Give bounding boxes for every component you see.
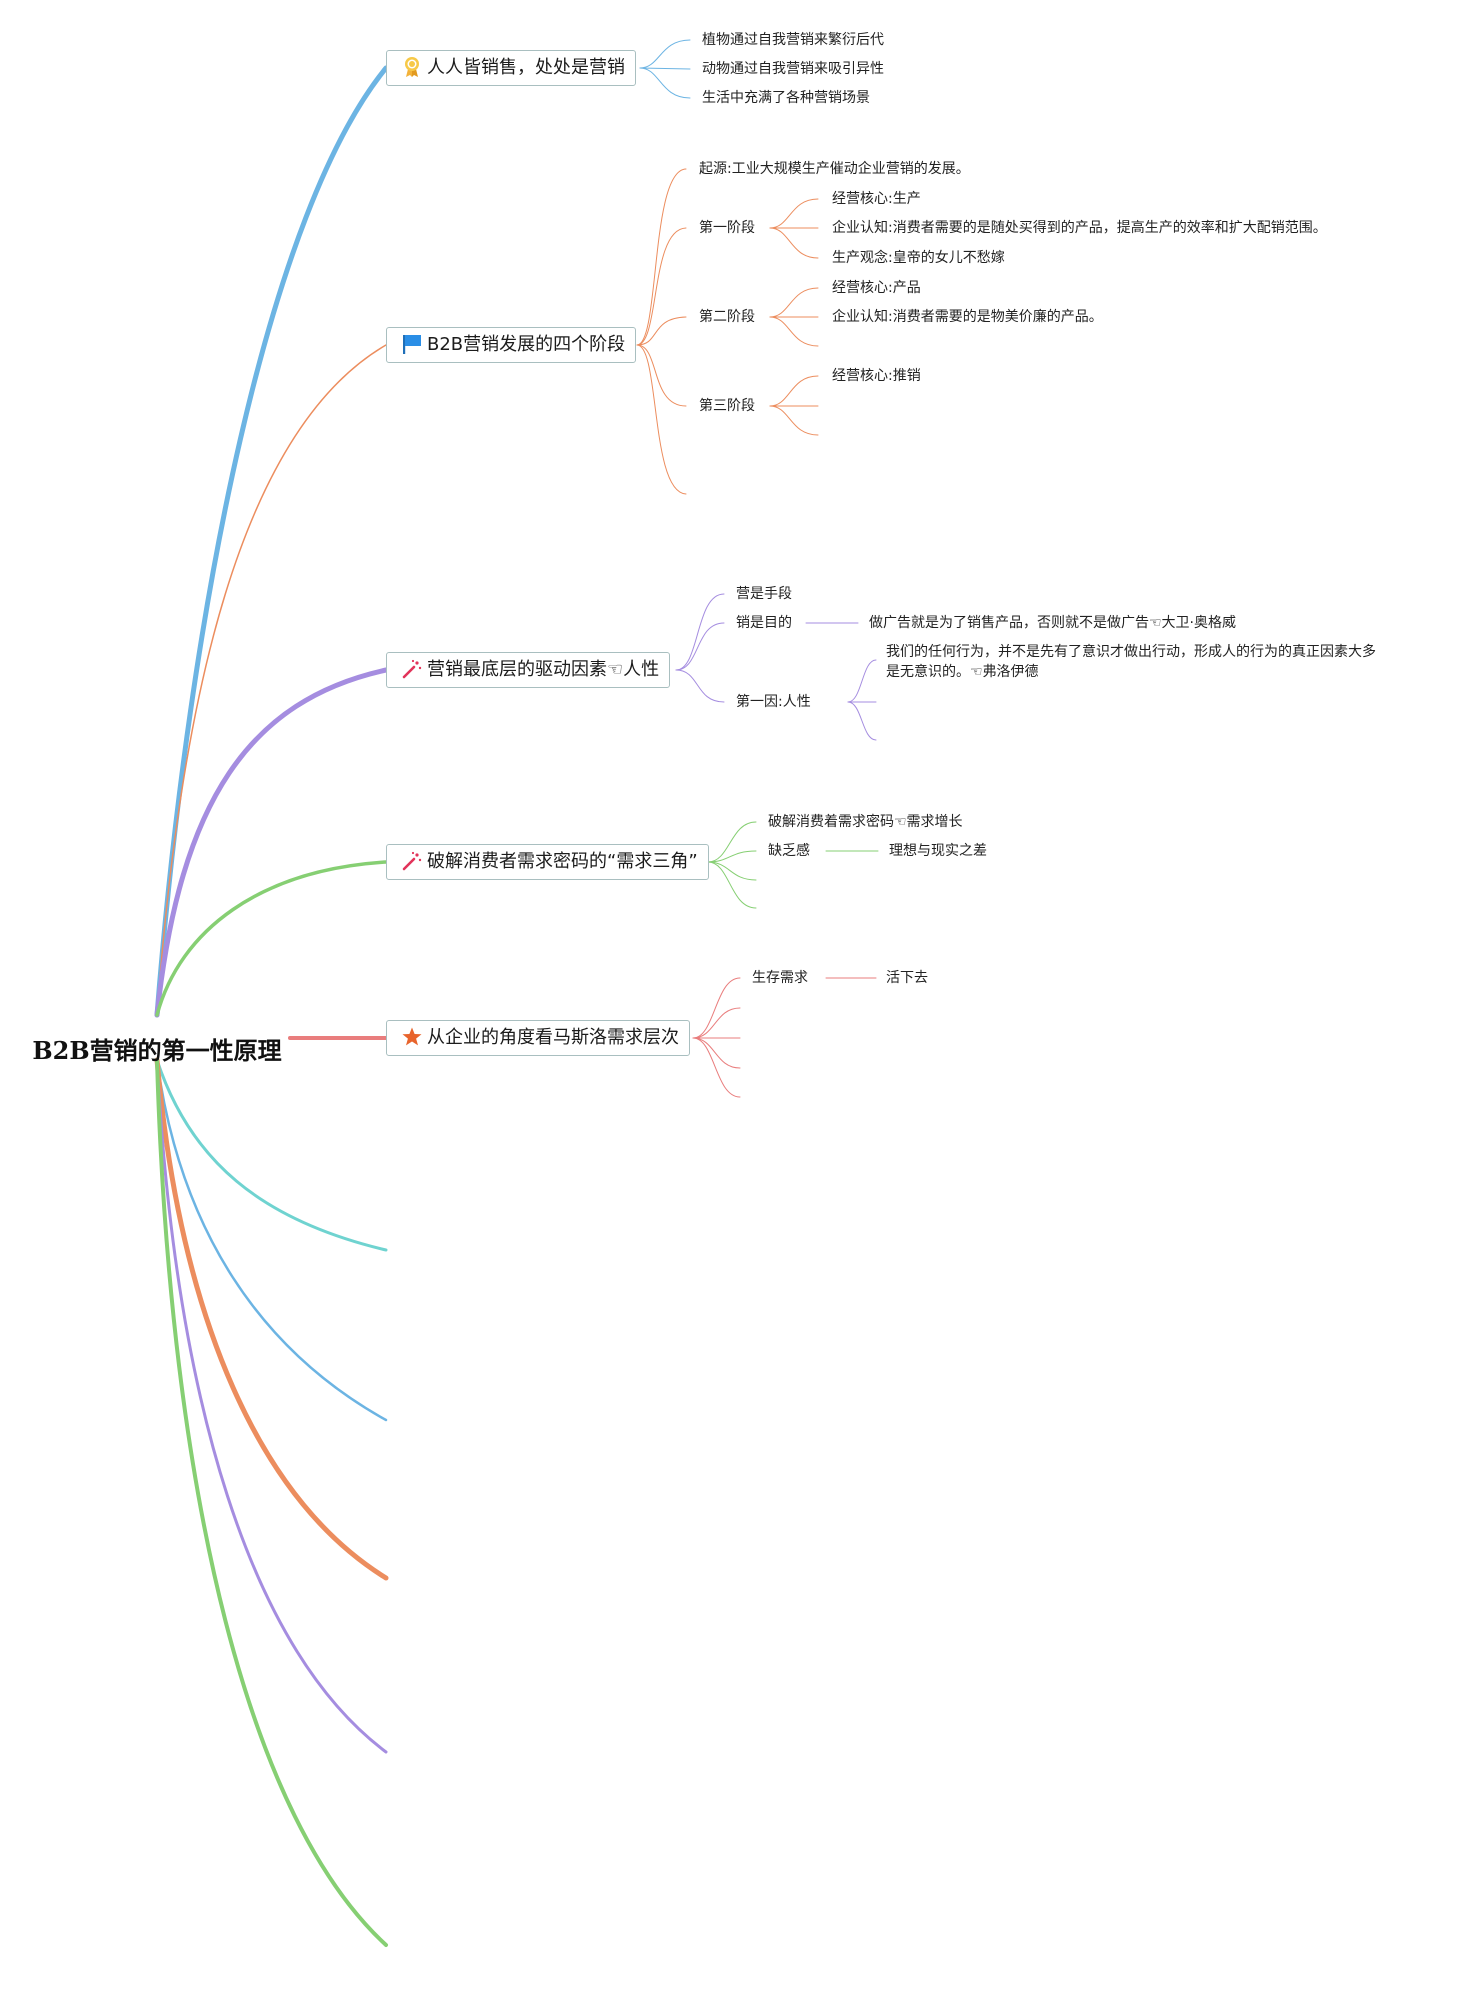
branch-line-6 [155,1058,388,1252]
leaf-stage-1-concept[interactable]: 生产观念:皇帝的女儿不愁嫁 [832,250,1005,266]
leaf-lack[interactable]: 缺乏感 [768,843,810,859]
star-icon [401,1026,423,1048]
leaf-stage-1[interactable]: 第一阶段 [699,220,755,236]
leaf-ideal-vs-reality[interactable]: 理想与现实之差 [889,843,987,859]
branch-line-8 [154,1057,389,1581]
leaf-stage-2-core[interactable]: 经营核心:产品 [832,280,921,296]
branch-line-10 [155,1058,388,1947]
topic-label: B2B营销发展的四个阶段 [427,334,626,355]
leaf-stage-2[interactable]: 第二阶段 [699,309,755,325]
branch-line-2 [156,344,387,1016]
topic-label: 从企业的角度看马斯洛需求层次 [427,1027,679,1048]
topic-label: 人人皆销售，处处是营销 [427,57,625,78]
leaf-stage-3-core[interactable]: 经营核心:推销 [832,368,921,384]
branch-line-4 [155,860,388,1017]
leaf-stage-1-core[interactable]: 经营核心:生产 [832,191,921,207]
leaf-stage-1-cognition[interactable]: 企业认知:消费者需要的是随处买得到的产品，提高生产的效率和扩大配销范围。 [832,220,1327,236]
leaf-decode-demand[interactable]: 破解消费着需求密码☜需求增长 [768,814,963,830]
branch-line-3 [154,667,389,1018]
topic-four-stages[interactable]: B2B营销发展的四个阶段 [386,327,637,363]
leaf-means[interactable]: 营是手段 [736,586,792,602]
branch-line-9 [155,1058,388,1754]
topic-label: 破解消费者需求密码的“需求三角” [427,851,698,872]
leaf-goal[interactable]: 销是目的 [736,615,792,631]
leaf-animals[interactable]: 动物通过自我营销来吸引异性 [702,61,884,77]
leaf-ogilvy-quote[interactable]: 做广告就是为了销售产品，否则就不是做广告☜大卫·奥格威 [869,615,1236,631]
magic-wand-icon [401,658,423,680]
topic-demand-triangle[interactable]: 破解消费者需求密码的“需求三角” [386,844,709,880]
leaf-stage-3[interactable]: 第三阶段 [699,398,755,414]
branch-line-7 [155,1058,388,1422]
leaf-origin[interactable]: 起源:工业大规模生产催动企业营销的发展。 [699,161,970,177]
topic-driving-factor[interactable]: 营销最底层的驱动因素☜人性 [386,652,671,688]
branch-line-1 [154,65,389,1018]
leaf-stage-2-cognition[interactable]: 企业认知:消费者需要的是物美价廉的产品。 [832,309,1103,325]
leaf-life-scenes[interactable]: 生活中充满了各种营销场景 [702,90,870,106]
leaf-survival-need[interactable]: 生存需求 [752,970,808,986]
topic-maslow[interactable]: 从企业的角度看马斯洛需求层次 [386,1020,690,1056]
leaf-plants[interactable]: 植物通过自我营销来繁衍后代 [702,32,884,48]
magic-wand-icon [401,850,423,872]
leaf-human-nature[interactable]: 第一因:人性 [736,694,811,710]
root-topic[interactable]: B2B营销的第一性原理 [32,1036,282,1065]
topic-label: 营销最底层的驱动因素☜人性 [427,659,660,680]
award-ribbon-icon [401,56,423,78]
topic-everyone-sells[interactable]: 人人皆销售，处处是营销 [386,50,636,86]
leaf-freud-quote[interactable]: 我们的任何行为，并不是先有了意识才做出行动，形成人的行为的真正因素大多是无意识的… [886,644,1376,680]
leaf-survive[interactable]: 活下去 [886,970,928,986]
flag-icon [401,333,423,355]
